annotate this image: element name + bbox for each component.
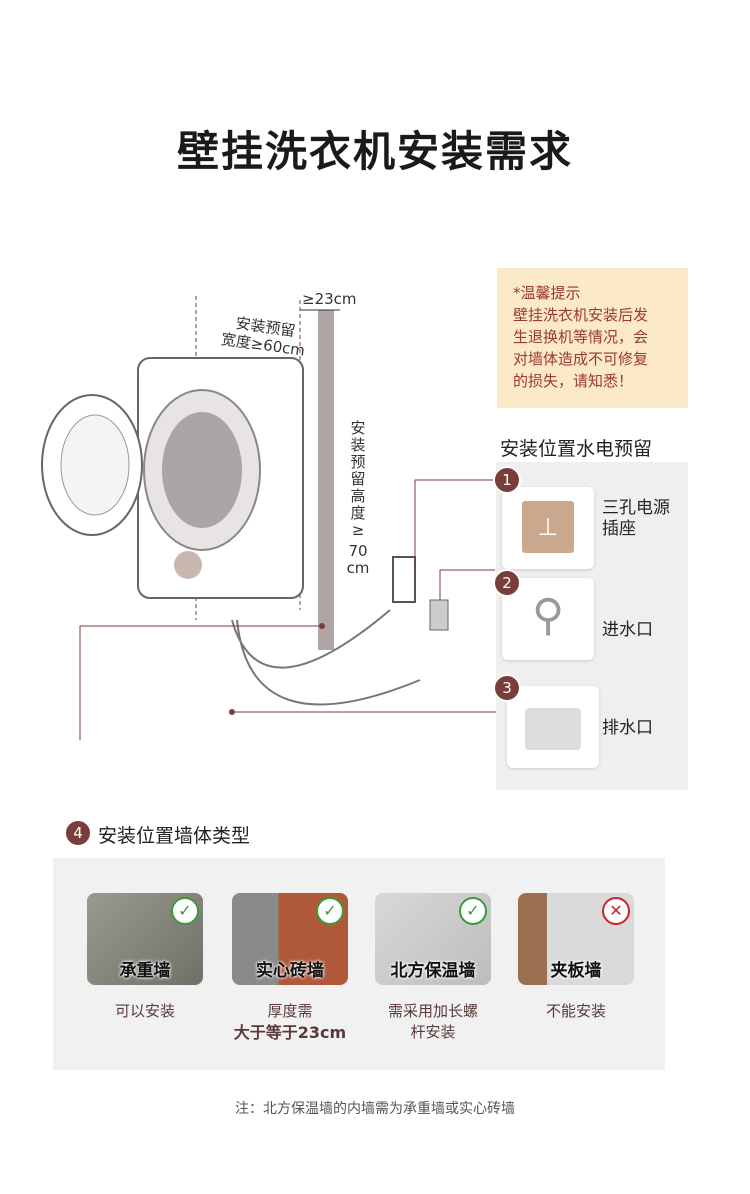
wall-type-desc-line: 可以安装 [114, 1002, 175, 1020]
socket-label-line: 插座 [602, 519, 636, 539]
installation-diagram [41, 296, 500, 740]
wall-type-name: 北方保温墙 [390, 961, 476, 981]
depth-label: ≥23cm [302, 290, 357, 308]
socket [392, 556, 416, 603]
number-badge-3: 3 [493, 674, 521, 702]
number-badge-4: 4 [64, 819, 92, 847]
wall-type-image: ✓ 北方保温墙 [375, 893, 491, 985]
wall-type-desc-line: 厚度需 [267, 1002, 313, 1020]
check-icon: ✓ [459, 897, 487, 925]
height-label-char: cm [346, 559, 370, 577]
number-badge-1: 1 [493, 466, 521, 494]
height-label-char: 预 [350, 453, 366, 471]
wall-type-image: ✓ 实心砖墙 [232, 893, 348, 985]
socket-icon: ⊥ [522, 501, 574, 553]
wall [318, 310, 334, 650]
tip-line: 的损失，请知悉！ [513, 372, 634, 390]
height-label-char: 高 [350, 487, 366, 505]
wall-type-desc-line: 需采用加长螺 [387, 1002, 478, 1020]
tip-line: 壁挂洗衣机安装后发 [513, 306, 649, 324]
footnote: 注：北方保温墙的内墙需为承重墙或实心砖墙 [235, 1101, 515, 1117]
wall-type-desc-line: 大于等于23cm [233, 1023, 347, 1042]
height-label-char: 装 [350, 436, 366, 454]
number-badge-2: 2 [493, 569, 521, 597]
water-inlet-label: 进水口 [602, 620, 653, 640]
socket-label: 三孔电源插座 [602, 498, 670, 540]
wall-type-desc: 不能安装 [501, 1001, 651, 1022]
socket-label-line: 三孔电源 [602, 498, 670, 518]
wall-type-image: ✓ 承重墙 [87, 893, 203, 985]
warm-tip-box: *温馨提示 壁挂洗衣机安装后发 生退换机等情况，会 对墙体造成不可修复 的损失，… [497, 268, 688, 408]
wall-type-name: 实心砖墙 [256, 961, 324, 981]
walls-heading: 安装位置墙体类型 [98, 825, 251, 847]
page-title: 壁挂洗衣机安装需求 [176, 127, 573, 176]
floor-drain-icon [525, 708, 581, 750]
height-label-char: 度 [350, 504, 366, 522]
wall-type-desc: 厚度需大于等于23cm [215, 1001, 365, 1043]
wall-type-name: 承重墙 [119, 961, 171, 981]
height-label-char: 留 [350, 470, 366, 488]
drain-card [507, 686, 599, 768]
tip-heading: *温馨提示 [513, 284, 581, 302]
drain-label: 排水口 [602, 718, 653, 738]
height-label-char: ≥ [351, 521, 365, 539]
height-label-char: 70 [348, 542, 368, 560]
wall-type-desc-line: 杆安装 [410, 1023, 456, 1041]
tip-line: 对墙体造成不可修复 [513, 350, 649, 368]
wall-type-desc: 可以安装 [70, 1001, 220, 1022]
socket-card: ⊥ [502, 487, 594, 569]
height-label-char: 安 [350, 419, 366, 437]
tip-line: 生退换机等情况，会 [513, 328, 649, 346]
wall-type-name: 夹板墙 [550, 961, 602, 981]
check-icon: ✓ [171, 897, 199, 925]
cross-icon: ✕ [602, 897, 630, 925]
check-icon: ✓ [316, 897, 344, 925]
wall-type-image: ✕ 夹板墙 [518, 893, 634, 985]
faucet-icon: ⚲ [532, 590, 565, 641]
utilities-heading: 安装位置水电预留 [500, 438, 653, 460]
wall-type-desc-line: 不能安装 [545, 1002, 606, 1020]
wall-type-desc: 需采用加长螺杆安装 [358, 1001, 508, 1043]
